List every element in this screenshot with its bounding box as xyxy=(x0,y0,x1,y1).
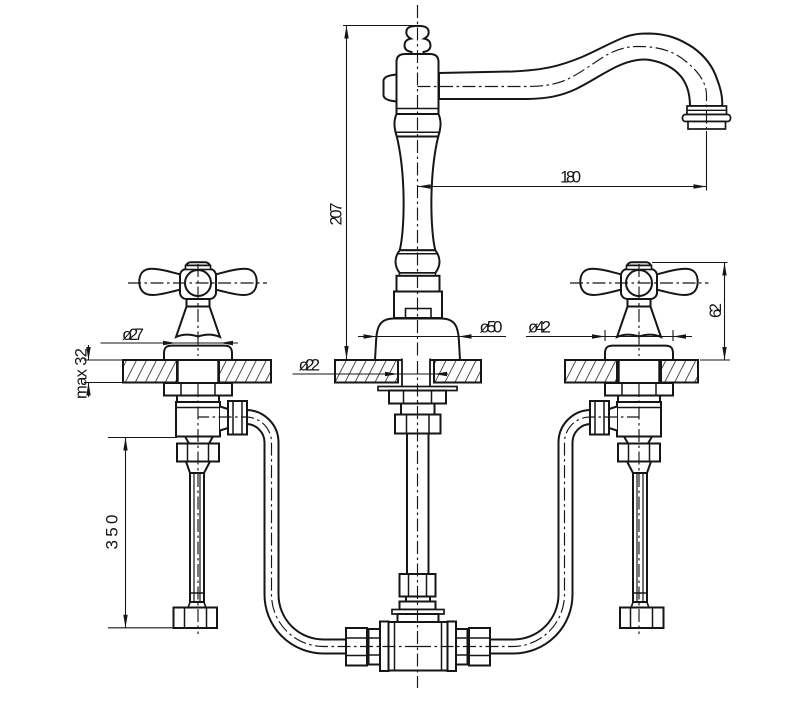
svg-text:ø42: ø42 xyxy=(528,318,551,337)
svg-text:ø27: ø27 xyxy=(122,325,144,344)
svg-text:207: 207 xyxy=(328,203,346,226)
svg-text:ø22: ø22 xyxy=(299,356,321,375)
svg-text:180: 180 xyxy=(560,169,581,187)
svg-text:ø50: ø50 xyxy=(480,318,503,337)
svg-text:350: 350 xyxy=(103,515,122,550)
svg-text:max 32: max 32 xyxy=(73,348,91,399)
svg-text:62: 62 xyxy=(707,303,725,318)
